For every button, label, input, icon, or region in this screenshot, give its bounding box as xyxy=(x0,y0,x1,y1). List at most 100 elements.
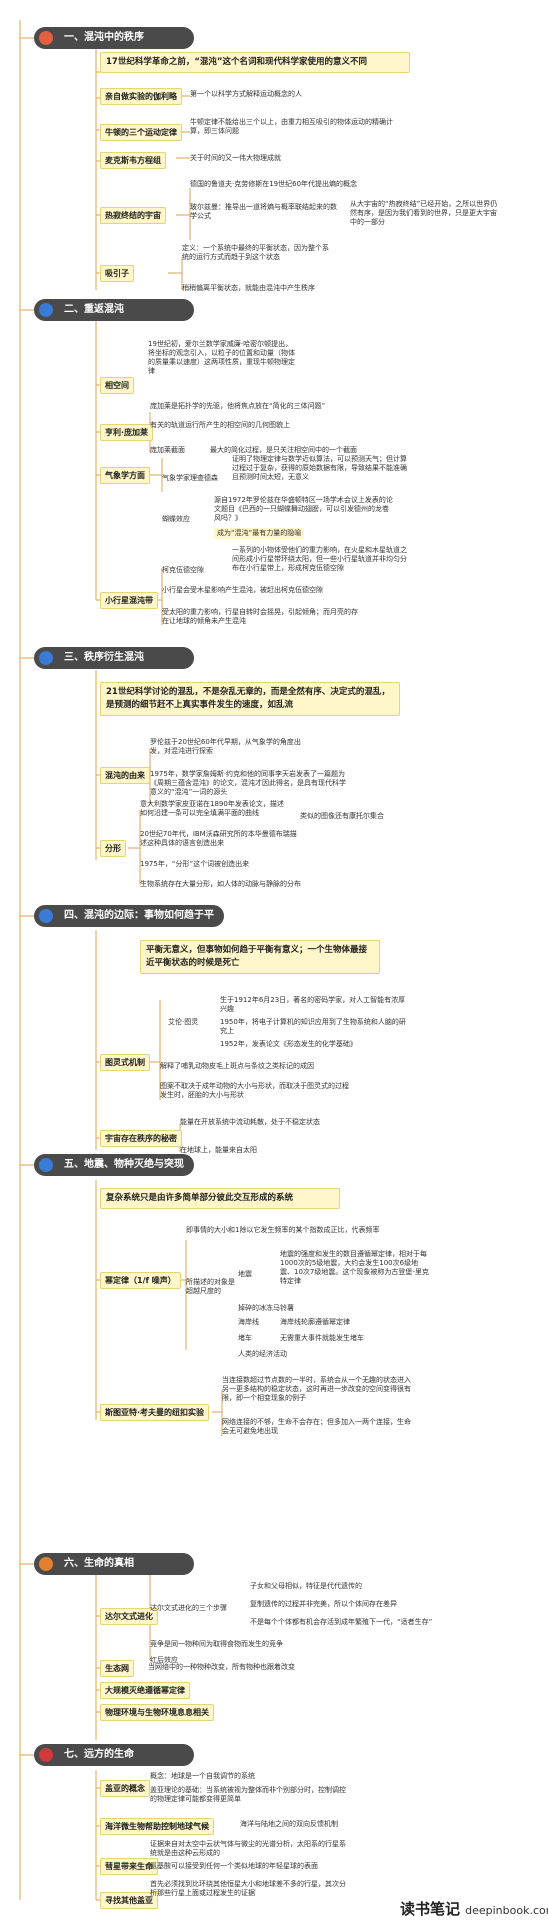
s5-power-law-a: 即事情的大小和1除以它发生频率的某个指数成正比，代表频率 xyxy=(186,1226,380,1234)
s5-power-law-b: 所描述的对象是超越尺度的 xyxy=(186,1278,235,1295)
s2-poincare-b: 有关的轨道运行所产生的相空间的几何图貌上 xyxy=(150,421,290,429)
s1-node-newton-text: 牛顿定律不能给出三个以上，由重力相互吸引的物体运动的精确计算，即三体问题 xyxy=(190,118,393,135)
s4-turing-f: 图案不取决于成年动物的大小与形状，而取决于图灵式的过程发生时，胚胎的大小与形状 xyxy=(160,1082,349,1099)
s3-fractal-b: 类似的图像还有康托尔集合 xyxy=(300,812,384,820)
s6-darwin-c: 复制遗传的过程并非完美，所以个体间存在差异 xyxy=(250,1600,397,1608)
s3-headline: 21世纪科学讨论的混乱，不是杂乱无章的，而是全然有序、决定式的混乱，是预测的细节… xyxy=(100,682,400,716)
blue-circle-icon xyxy=(39,303,53,317)
section-7-header[interactable]: 七、远方的生命 xyxy=(34,1744,194,1766)
s6-node-environment[interactable]: 物理环境与生物环境息息相关 xyxy=(100,1704,214,1721)
s5-power-law-j: 人类的经济活动 xyxy=(238,1350,287,1358)
s2-poincare-c: 庞加莱截面 xyxy=(150,446,185,454)
s7-node-comet[interactable]: 彗星带来生命 xyxy=(100,1858,158,1875)
s3-fractal-a: 意大利数学家皮亚诺在1890年发表论文，描述如何沿建一条可以完全填满平面的曲线 xyxy=(140,800,284,817)
s5-headline: 复杂系统只是由许多简单部分彼此交互形成的系统 xyxy=(100,1188,340,1209)
s2-phase-space-text: 19世纪初，爱尔兰数学家威廉·哈密尔顿提出，将坐标的观念引入，以粒子的位置和动量… xyxy=(148,340,295,375)
s4-turing-c: 1950年，将电子计算机的知识应用到了生物系统和人脑的研究上 xyxy=(220,1018,406,1035)
s2-node-phase-space[interactable]: 相空间 xyxy=(100,377,134,394)
s1-heat-death-c: 从大宇宙的“热寂终结”已经开始，之所以世界仍然有序，是因为我们看到的世界，只是更… xyxy=(350,200,498,226)
section-title: 三、秩序衍生混沌 xyxy=(64,652,144,663)
watermark: 读书笔记 deepinbook.com xyxy=(400,1898,548,1919)
section-title: 六、生命的真相 xyxy=(64,1558,134,1569)
s7-comet-b: 氨基酸可以接受到任何一个类似地球的年轻星球的表面 xyxy=(150,1862,318,1870)
s5-kauffman-b: 网络连接的不够，生命不会存在；但多加入一两个连接，生命会无可避免地出现 xyxy=(222,1418,411,1435)
s1-node-galileo[interactable]: 亲自做实验的伽利略 xyxy=(100,88,182,105)
s5-power-law-h: 堵车 xyxy=(238,1334,252,1342)
s7-node-ocean-microbes[interactable]: 海洋微生物帮助控制地球气候 xyxy=(100,1818,214,1835)
s4-turing-a: 艾伦·图灵 xyxy=(168,1018,199,1026)
section-2-header[interactable]: 二、重返混沌 xyxy=(34,299,194,321)
s1-attractor-b: 稍稍偏离平衡状态，就能由混沌中产生秩序 xyxy=(182,284,315,292)
s6-node-darwin[interactable]: 达尔文式进化 xyxy=(100,1608,158,1625)
s6-darwin-b: 子女和父母相似，特征是代代遗传的 xyxy=(250,1582,362,1590)
s5-power-law-f: 海岸线 xyxy=(238,1318,259,1326)
section-1-header[interactable]: 一、混沌中的秩序 xyxy=(34,27,194,49)
s4-node-universe-order[interactable]: 宇宙存在秩序的秘密 xyxy=(100,1130,182,1147)
s7-other-gaia-text: 首先必须找到比环绕其他恒星大小和地球差不多的行星，其次分析那些行星上面或过程发生… xyxy=(150,1880,346,1897)
orange-circle-icon xyxy=(39,31,53,45)
s1-node-heat-death[interactable]: 热寂终结的宇宙 xyxy=(100,207,166,224)
s1-heat-death-a: 德国的鲁道夫·克劳修斯在19世纪60年代提出熵的概念 xyxy=(190,180,358,188)
s3-fractal-c: 20世纪70年代，IBM沃森研究所的本华曼德布瑞描述这种具体的语言创造出来 xyxy=(140,830,297,847)
section-3-header[interactable]: 三、秩序衍生混沌 xyxy=(34,647,194,669)
watermark-main: 读书笔记 xyxy=(400,1900,461,1918)
s2-node-asteroid[interactable]: 小行星混沌带 xyxy=(100,592,158,609)
section-5-header[interactable]: 五、地震、物种灭绝与突现 xyxy=(34,1154,194,1176)
s1-headline: 17世纪科学革命之前，“混沌”这个名词和现代科学家使用的意义不同 xyxy=(100,52,410,73)
section-4-header[interactable]: 四、混沌的边际：事物如何趋于平衡 xyxy=(34,905,224,943)
s7-gaia-b: 盖亚理论的基础：当系统被视为整体而非个别部分时，控制调控的物理定律可能都变得更简… xyxy=(150,1786,346,1803)
s5-power-law-d: 地震的强度和发生的数目遵循幂定律，相对于每1000次的5级地震，大约会发生100… xyxy=(280,1250,429,1285)
s2-node-meteorology[interactable]: 气象学方面 xyxy=(100,467,150,484)
s3-node-origin[interactable]: 混沌的由来 xyxy=(100,767,150,784)
s1-node-attractor[interactable]: 吸引子 xyxy=(100,265,134,282)
s3-origin-b: 1975年，数学家詹姆斯·约克和他的同事李天岩发表了一篇题为《周期三蕴含混沌》的… xyxy=(150,770,346,796)
s2-meteorology-c: 蝴蝶效应 xyxy=(162,515,190,523)
s5-power-law-i: 无需重大事件就能发生堵车 xyxy=(280,1334,364,1342)
s5-node-kauffman[interactable]: 斯图亚特·考夫曼的纽扣实验 xyxy=(100,1404,210,1421)
blue-circle-icon xyxy=(39,909,53,923)
s7-node-other-gaia[interactable]: 寻找其他盖亚 xyxy=(100,1892,158,1909)
s3-node-fractal[interactable]: 分形 xyxy=(100,840,126,857)
section-title: 七、远方的生命 xyxy=(64,1749,134,1760)
s5-power-law-g: 海岸线轮廓遵循幂定律 xyxy=(280,1318,350,1326)
blue-circle-icon xyxy=(39,1158,53,1172)
s2-poincare-a: 庞加莱是拓扑学的先驱，他将焦点放在“简化的三体问题” xyxy=(150,402,326,410)
s6-node-extinction[interactable]: 大规模灭绝遵循幂定律 xyxy=(100,1682,190,1699)
s4-turing-b: 生于1912年6月23日，著名的密码学家，对人工智能有浓厚兴趣 xyxy=(220,996,406,1013)
s6-darwin-a: 达尔文式进化的三个步骤 xyxy=(150,1604,227,1612)
s4-turing-d: 1952年，发表论文《形态发生的化学基础》 xyxy=(220,1040,357,1048)
s6-darwin-d: 不是每个个体都有机会存活到成年繁殖下一代，“适者生存” xyxy=(250,1618,433,1626)
s2-node-poincare[interactable]: 亨利·庞加莱 xyxy=(100,424,154,441)
s6-darwin-f: 红后效应 xyxy=(150,1656,178,1664)
s2-asteroid-b: 一系列的小物体受他们的重力影响，在火星和木星轨道之间形成小行星带环绕太阳，但一些… xyxy=(232,546,407,572)
blue-circle-icon xyxy=(39,651,53,665)
section-6-header[interactable]: 六、生命的真相 xyxy=(34,1553,194,1575)
s4-node-turing[interactable]: 图灵式机制 xyxy=(100,1054,150,1071)
section-title: 四、混沌的边际：事物如何趋于平衡 xyxy=(64,910,214,943)
s4-turing-e: 解释了哺乳动物皮毛上斑点与条纹之类标记的成因 xyxy=(160,1062,314,1070)
s7-node-gaia[interactable]: 盖亚的概念 xyxy=(100,1780,150,1797)
s3-fractal-e: 生物系统存在大量分形，如人体的动脉与静脉的分布 xyxy=(140,880,301,888)
s2-asteroid-a: 柯克伍德空隙 xyxy=(162,566,204,574)
s1-node-galileo-text: 第一个以科学方式解释运动概念的人 xyxy=(190,90,302,98)
s2-poincare-d: 最大的简化过程，是只关注相空间中的一个截面 xyxy=(210,446,357,454)
watermark-site: deepinbook.com xyxy=(465,1904,548,1917)
s1-node-maxwell[interactable]: 麦克斯韦方程组 xyxy=(100,152,166,169)
s7-gaia-a: 概念：地球是一个自我调节的系统 xyxy=(150,1772,255,1780)
s1-node-maxwell-text: 关于时间的又一伟大物理成就 xyxy=(190,154,281,162)
s6-node-eco-web[interactable]: 生态网 xyxy=(100,1660,134,1677)
s2-meteorology-e: 成为“混沌”最有力量的隐喻 xyxy=(214,528,305,539)
s1-node-newton[interactable]: 牛顿的三个运动定律 xyxy=(100,124,182,141)
s5-power-law-c: 地震 xyxy=(238,1270,252,1278)
s5-kauffman-a: 当连接数超过节点数的一半时，系统会从一个无趣的状态进入另一更多结构的稳定状态，这… xyxy=(222,1376,411,1402)
orange-circle-icon xyxy=(39,1557,53,1571)
s5-node-power-law[interactable]: 幂定律（1/f 噪声） xyxy=(100,1272,181,1289)
s2-meteorology-b: 证明了物理定律与数学近似算法，可以预测天气；但计算过程过于复杂，获得的原始数据有… xyxy=(232,455,407,481)
s2-meteorology-a: 气象学家理查德森 xyxy=(162,474,218,482)
s6-eco-web-text: 当网络中的一种物种改变，所有物种也跟着改变 xyxy=(148,1663,295,1671)
s1-attractor-a: 定义：一个系统中最终的平衡状态，因为整个系统的运行方式而趋于到这个状态 xyxy=(182,244,329,261)
s4-universe-b: 在地球上，能量来自太阳 xyxy=(180,1146,257,1154)
s3-origin-a: 罗伦兹于20世纪60年代早期，从气象学的角度出发，对混沌进行探索 xyxy=(150,738,301,755)
s3-fractal-d: 1975年，“分形”这个词被创造出来 xyxy=(140,860,250,868)
s7-ocean-text: 海洋与陆地之间的双向反馈机制 xyxy=(240,1820,338,1828)
